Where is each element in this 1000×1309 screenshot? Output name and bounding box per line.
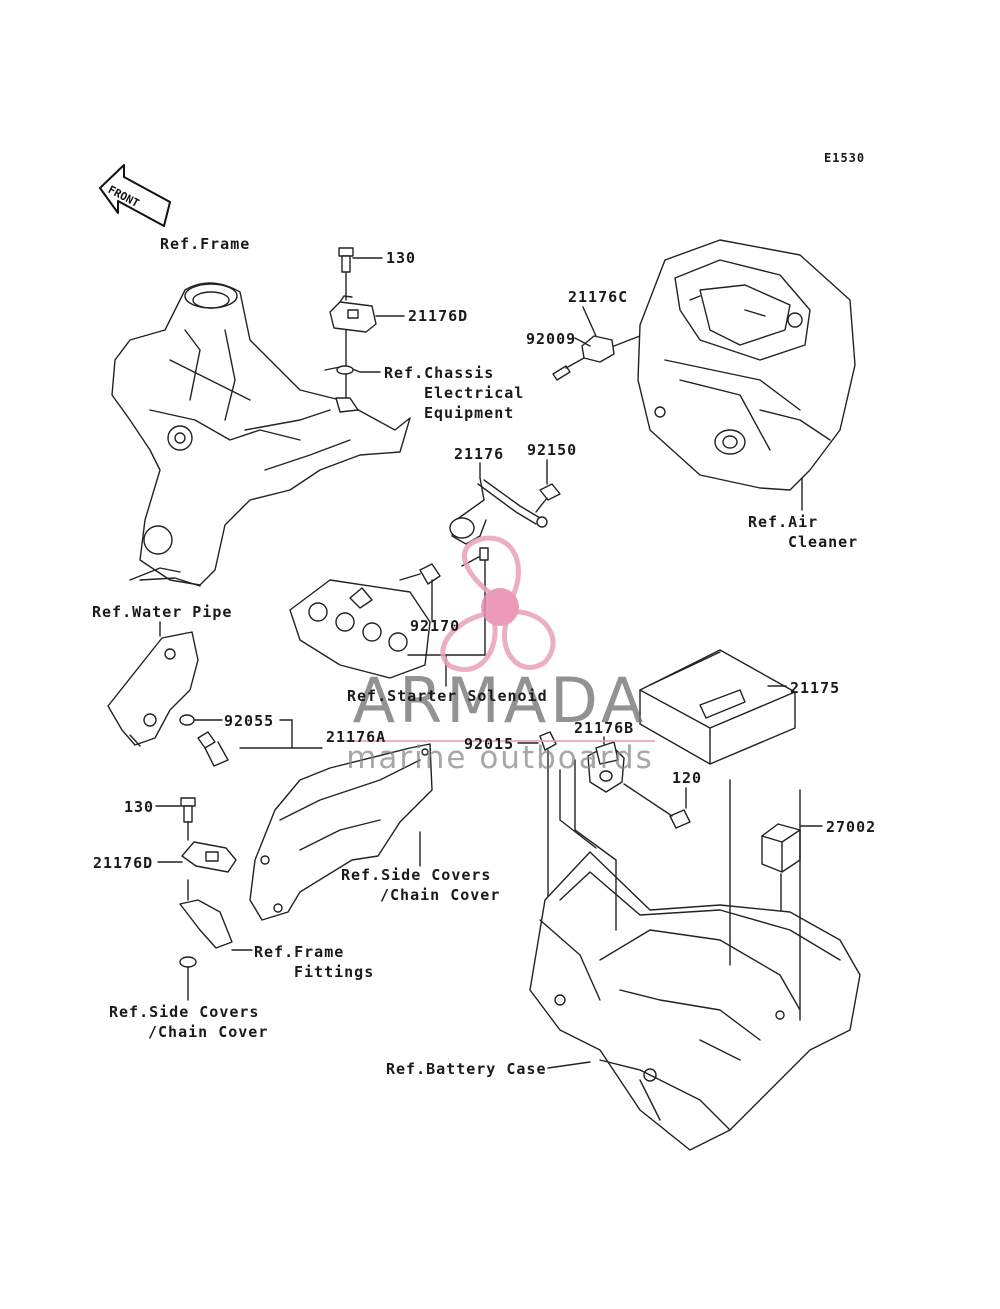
label-ref-chassis-1: Ref.Chassis: [384, 364, 495, 382]
sensor-21176D-top: [329, 295, 377, 333]
label-ref-side-covers-1a: Ref.Side Covers: [341, 866, 492, 884]
starter-solenoid-illustration: [289, 579, 431, 679]
label-21176A: 21176A: [326, 728, 387, 746]
label-ref-side-covers-1b: /Chain Cover: [380, 886, 501, 904]
diagram-code: E1530: [824, 151, 866, 165]
frame-illustration: [111, 282, 411, 587]
label-92055: 92055: [224, 712, 275, 730]
label-21176D-left: 21176D: [93, 854, 154, 872]
label-21176D-top: 21176D: [408, 307, 469, 325]
label-21176C: 21176C: [568, 288, 629, 306]
sensor-21176B: [587, 741, 625, 793]
label-120: 120: [672, 769, 703, 787]
bolt-130-left: [180, 797, 196, 823]
label-21176B: 21176B: [574, 719, 635, 737]
bolt-130-top: [338, 247, 354, 273]
label-ref-side-covers-2a: Ref.Side Covers: [109, 1003, 260, 1021]
label-ref-air-2: Cleaner: [788, 533, 859, 551]
screw-left: [179, 956, 197, 968]
label-ref-battery-case: Ref.Battery Case: [386, 1060, 547, 1078]
label-130-left: 130: [124, 798, 155, 816]
relay-27002: [761, 823, 801, 873]
label-92015: 92015: [464, 735, 515, 753]
ecu-21175: [639, 649, 796, 765]
side-cover-illustration: [249, 743, 433, 921]
bolt-92009: [552, 357, 585, 381]
label-ref-side-covers-2b: /Chain Cover: [148, 1023, 269, 1041]
label-92170: 92170: [410, 617, 461, 635]
air-cleaner-illustration: [637, 239, 856, 491]
watermark-subtitle: marine outboards: [346, 740, 654, 776]
label-ref-water-pipe: Ref.Water Pipe: [92, 603, 233, 621]
label-130-top: 130: [386, 249, 417, 267]
label-92150: 92150: [527, 441, 578, 459]
label-ref-chassis-3: Equipment: [424, 404, 515, 422]
label-ref-air-1: Ref.Air: [748, 513, 819, 531]
label-92009: 92009: [526, 330, 577, 348]
label-ref-chassis-2: Electrical: [424, 384, 525, 402]
bolt-92150: [535, 483, 561, 513]
label-21175: 21175: [790, 679, 841, 697]
sensor-21176: [449, 477, 548, 545]
label-ref-starter: Ref.Starter Solenoid: [347, 687, 548, 705]
battery-case-illustration: [529, 851, 861, 1151]
bolt-120: [669, 809, 691, 829]
label-21176: 21176: [454, 445, 505, 463]
sensor-21176A: [197, 731, 229, 767]
sensor-21176D-left: [181, 841, 237, 873]
label-27002: 27002: [826, 818, 877, 836]
watermark-title: ARMADA: [352, 664, 648, 737]
label-ref-frame-fittings-1: Ref.Frame: [254, 943, 345, 961]
label-ref-frame: Ref.Frame: [160, 235, 251, 253]
water-pipe-illustration: [107, 631, 199, 747]
front-arrow-icon: [99, 164, 171, 227]
armada-logo-icon: [440, 535, 556, 672]
label-ref-frame-fittings-2: Fittings: [294, 963, 375, 981]
